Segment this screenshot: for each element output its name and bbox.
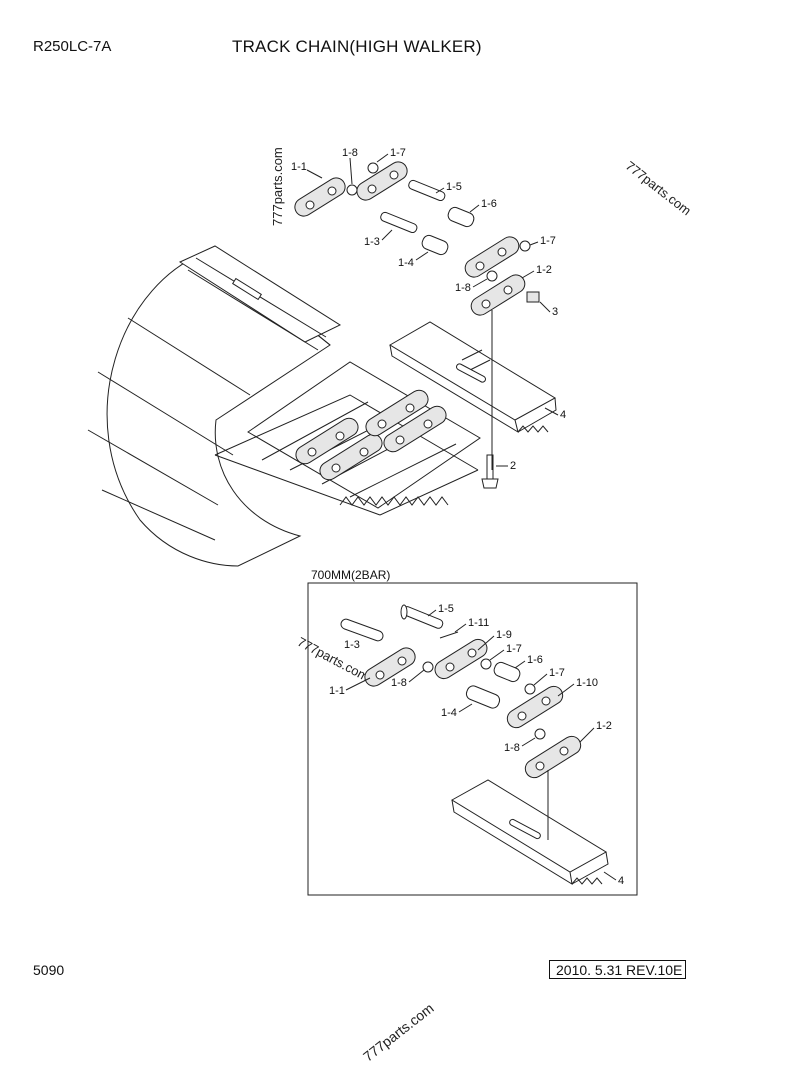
inset-callout-1-8: 1-8 [391, 677, 407, 689]
inset-callout-1-2: 1-2 [596, 720, 612, 732]
inset-callout-1-5: 1-5 [438, 603, 454, 615]
inset-callouts: 1-5 1-11 1-3 1-9 1-7 1-6 1-1 1-8 1-7 1-1… [329, 603, 624, 887]
inset-callout-1-4: 1-4 [441, 707, 457, 719]
callout-3: 3 [552, 306, 558, 318]
inset-callout-1-7: 1-7 [506, 643, 522, 655]
link-1-2 [470, 274, 526, 316]
inset-shoe-4 [451, 779, 609, 885]
inset-title: 700MM(2BAR) [311, 568, 391, 582]
inset-callout-1-8b: 1-8 [504, 742, 520, 754]
page-number: 5090 [33, 962, 65, 978]
link-pair-top [356, 161, 408, 201]
callout-1-4: 1-4 [398, 257, 414, 269]
main-callouts: 1-1 1-8 1-7 1-5 1-6 1-3 1-4 1-7 1-2 1-8 … [291, 147, 566, 472]
inset-callout-1-10: 1-10 [576, 677, 598, 689]
inset-seal-1-7b [524, 683, 536, 695]
inset-seal-1-7 [480, 658, 492, 670]
inset-callout-1-1: 1-1 [329, 685, 345, 697]
seal-1-7 [367, 162, 379, 174]
callout-1-5: 1-5 [446, 181, 462, 193]
seal-1-7b [519, 240, 531, 252]
callout-1-2: 1-2 [536, 264, 552, 276]
callout-1-1: 1-1 [291, 161, 307, 173]
inset-frame [307, 582, 638, 896]
seal-1-8 [346, 184, 358, 196]
inset-link-1-10 [506, 685, 564, 729]
track-assembly-drawing [87, 245, 481, 567]
nut-3 [526, 291, 540, 303]
inset-seal-1-8 [422, 661, 434, 673]
inset-callout-4: 4 [618, 875, 624, 887]
inset-parts [340, 604, 609, 885]
callout-4: 4 [560, 409, 566, 421]
model-code: R250LC-7A [33, 38, 112, 55]
shoe-4 [389, 321, 557, 434]
link-1-7-side [464, 236, 520, 278]
callout-1-3: 1-3 [364, 236, 380, 248]
inset-callout-1-6: 1-6 [527, 654, 543, 666]
callout-1-7b: 1-7 [540, 235, 556, 247]
link-1-1 [294, 177, 346, 217]
inset-pin-1-5 [400, 604, 444, 629]
revision-box: 2010. 5.31 REV.10E [549, 960, 687, 979]
inset-cotter-1-11 [439, 631, 459, 639]
inset-link-1-2 [524, 735, 582, 779]
callout-1-8: 1-8 [342, 147, 358, 159]
seal-1-8b [486, 270, 498, 282]
bushing-1-4 [421, 234, 449, 256]
callout-1-7: 1-7 [390, 147, 406, 159]
pin-1-5 [408, 179, 446, 202]
inset-bushing-1-6 [493, 661, 521, 683]
bolt-2 [481, 454, 499, 489]
inset-link-1-9 [434, 638, 488, 680]
bushing-1-6 [447, 206, 475, 228]
inset-bushing-1-4 [465, 685, 501, 709]
page-title: TRACK CHAIN(HIGH WALKER) [232, 37, 482, 56]
inset-callout-1-3: 1-3 [344, 639, 360, 651]
callout-1-6: 1-6 [481, 198, 497, 210]
callout-2: 2 [510, 460, 516, 472]
inset-callout-1-7b: 1-7 [549, 667, 565, 679]
inset-link-1-1 [364, 647, 416, 687]
inset-callout-1-9: 1-9 [496, 629, 512, 641]
inset-pin-1-3 [340, 618, 384, 642]
inset-seal-1-8b [534, 728, 546, 740]
inset-callout-1-11: 1-11 [468, 617, 489, 629]
callout-1-8b: 1-8 [455, 282, 471, 294]
pin-1-3 [380, 211, 418, 234]
